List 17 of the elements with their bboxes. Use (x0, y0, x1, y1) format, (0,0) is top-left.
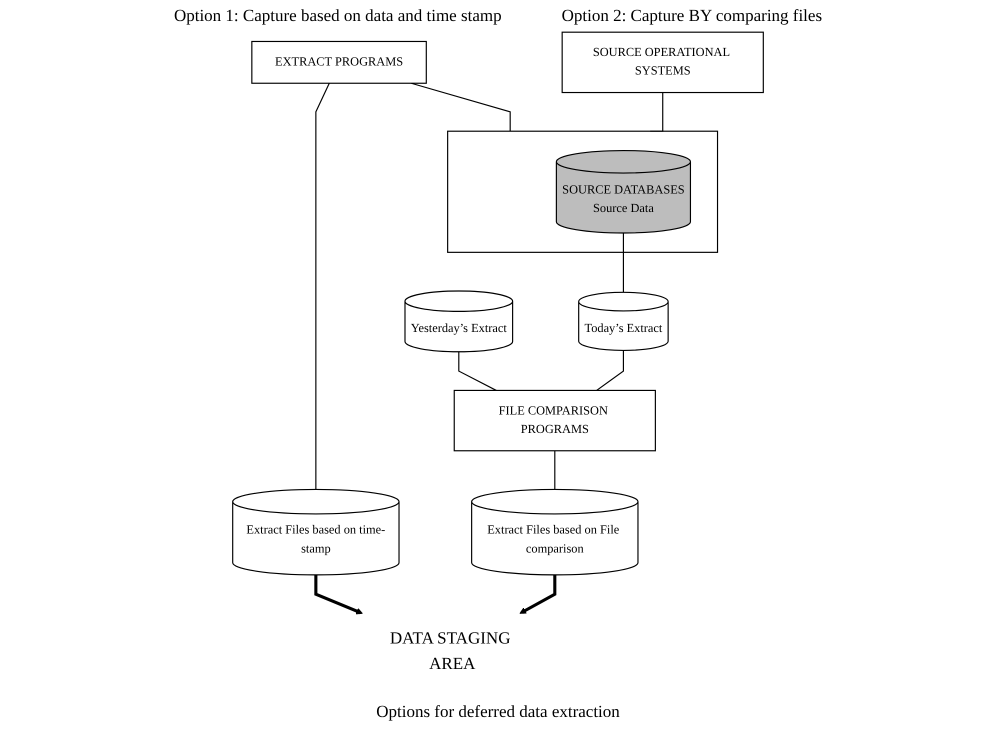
connector (411, 82, 511, 132)
node-text: DATA STAGING AREA (390, 628, 511, 674)
connector (554, 450, 556, 490)
cluster (447, 130, 718, 253)
arrow (314, 574, 363, 614)
connector (650, 92, 664, 132)
connector (622, 233, 624, 292)
arrow (519, 574, 556, 614)
option-note: Option 2: Capture BY comparing files (562, 6, 822, 26)
connector (596, 350, 624, 391)
node-box: SOURCE OPERATIONAL SYSTEMS (562, 32, 764, 94)
caption: Options for deferred data extraction (376, 702, 620, 722)
connector (315, 83, 330, 490)
connector (458, 352, 497, 391)
node-box: EXTRACT PROGRAMS (251, 40, 427, 84)
node-box: FILE COMPARISON PROGRAMS (454, 390, 656, 452)
option-note: Option 1: Capture based on data and time stamp (174, 6, 502, 26)
